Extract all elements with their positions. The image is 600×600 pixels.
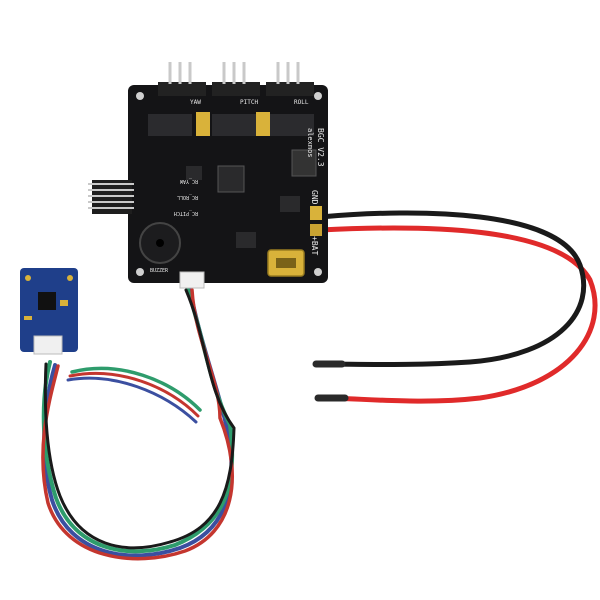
- mcu-chip: [217, 165, 245, 193]
- sensor-cable: [41, 288, 236, 561]
- sensor-connector: [33, 335, 63, 355]
- black-power-wire: [317, 210, 587, 367]
- aux-label-yaw: RC_YAW: [179, 178, 198, 184]
- inductor: [291, 149, 317, 177]
- board-sensor-connector: [179, 271, 205, 289]
- buzzer-label: BUZZER: [150, 268, 169, 274]
- servo-label-pitch: PITCH: [240, 99, 258, 106]
- servo-headers: YAW PITCH ROLL: [158, 62, 314, 106]
- aux-label-pitch: RC_PITCH: [174, 210, 198, 216]
- version-label: BGC V2.3: [316, 128, 325, 167]
- servo-label-roll: ROLL: [294, 99, 309, 106]
- imu-sensor-board: [20, 268, 78, 355]
- left-pin-header: [88, 180, 134, 214]
- bat-label: +BAT: [310, 236, 319, 255]
- power-leads: [312, 210, 598, 404]
- brand-label: alexmos: [306, 128, 314, 158]
- gnd-label: GND: [310, 190, 319, 205]
- aux-label-roll: RC_ROLL: [177, 194, 198, 200]
- gimbal-controller-board: YAW PITCH ROLL R: [88, 62, 328, 289]
- servo-label-yaw: YAW: [190, 99, 201, 106]
- imu-chip: [38, 292, 56, 310]
- ic-small: [280, 196, 300, 212]
- red-power-wire: [317, 225, 598, 404]
- driver-chips: [148, 112, 314, 136]
